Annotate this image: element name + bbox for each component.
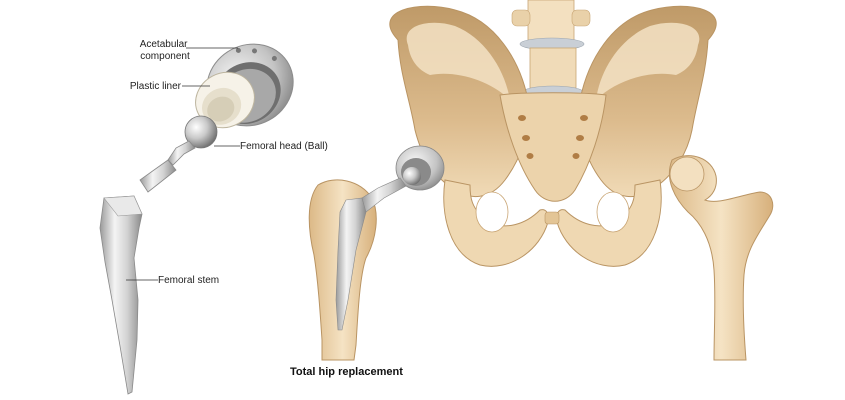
pubic-symphysis (544, 211, 560, 225)
label-acetabular-line2: component (140, 51, 190, 62)
exploded-implant (99, 43, 294, 395)
femoral-head-ball (184, 115, 218, 149)
right-femoral-head (669, 156, 705, 192)
pelvis-illustration (308, 0, 774, 361)
femoral-neck (167, 140, 196, 166)
right-femur (668, 155, 774, 361)
label-acetabular-component: Acetabular component (140, 39, 191, 62)
sacrum (499, 92, 607, 202)
implanted-cup (395, 145, 445, 191)
femoral-stem (99, 195, 143, 395)
label-femoral-stem: Femoral stem (158, 275, 219, 286)
plastic-liner (195, 71, 255, 129)
label-acetabular-line1: Acetabular (140, 39, 188, 50)
label-femoral-head: Femoral head (Ball) (240, 141, 328, 152)
label-plastic-liner: Plastic liner (130, 81, 182, 92)
leader-lines (126, 47, 240, 281)
sacral-foramina (518, 115, 588, 159)
diagram-caption: Total hip replacement (290, 366, 403, 378)
